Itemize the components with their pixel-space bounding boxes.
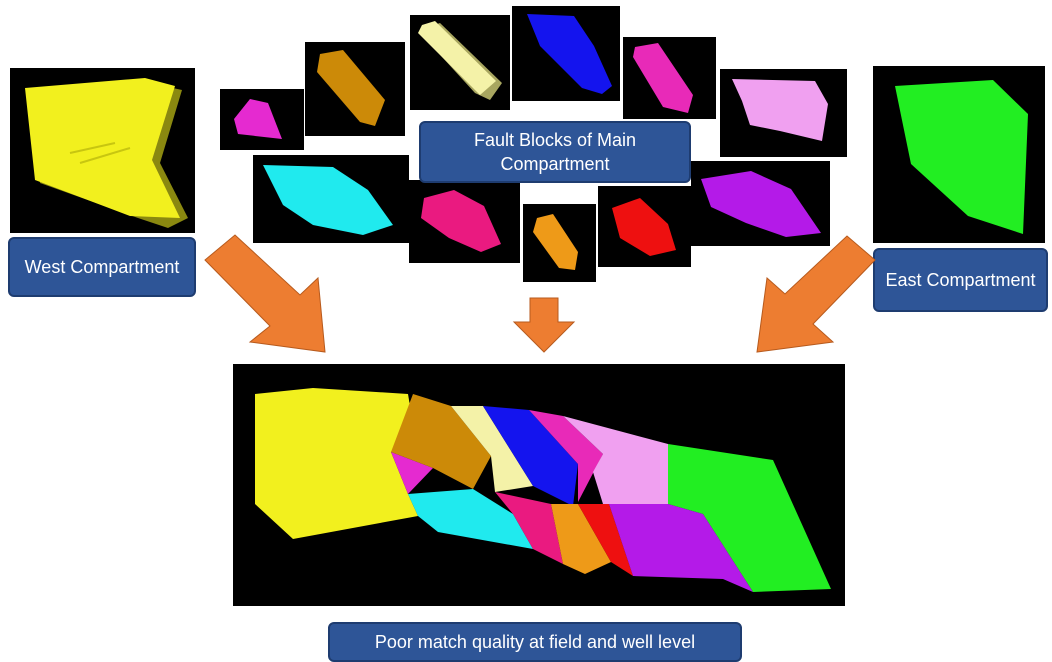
fault-blocks-label: Fault Blocks of Main Compartment — [419, 121, 691, 183]
fault-block-rose — [409, 180, 520, 263]
arrow-down-right-icon — [204, 234, 326, 353]
fault-block-blue — [512, 6, 620, 101]
east-compartment-image — [873, 66, 1045, 243]
fault-block-brown — [305, 42, 405, 136]
east-compartment-label: East Compartment — [873, 248, 1048, 312]
combined-model-image — [233, 364, 845, 606]
arrow-down-left-icon — [756, 235, 876, 353]
fault-block-magenta-small — [220, 89, 304, 150]
caption-label: Poor match quality at field and well lev… — [328, 622, 742, 662]
fault-block-light-pink — [720, 69, 847, 157]
fault-block-orange — [523, 204, 596, 282]
west-compartment-image — [10, 68, 195, 233]
fault-block-cyan — [253, 155, 409, 243]
fault-block-red — [598, 186, 691, 267]
fault-block-cream — [410, 15, 510, 110]
fault-block-pink — [623, 37, 716, 119]
west-compartment-label: West Compartment — [8, 237, 196, 297]
arrow-down-icon — [512, 297, 576, 353]
fault-block-purple — [691, 161, 830, 246]
